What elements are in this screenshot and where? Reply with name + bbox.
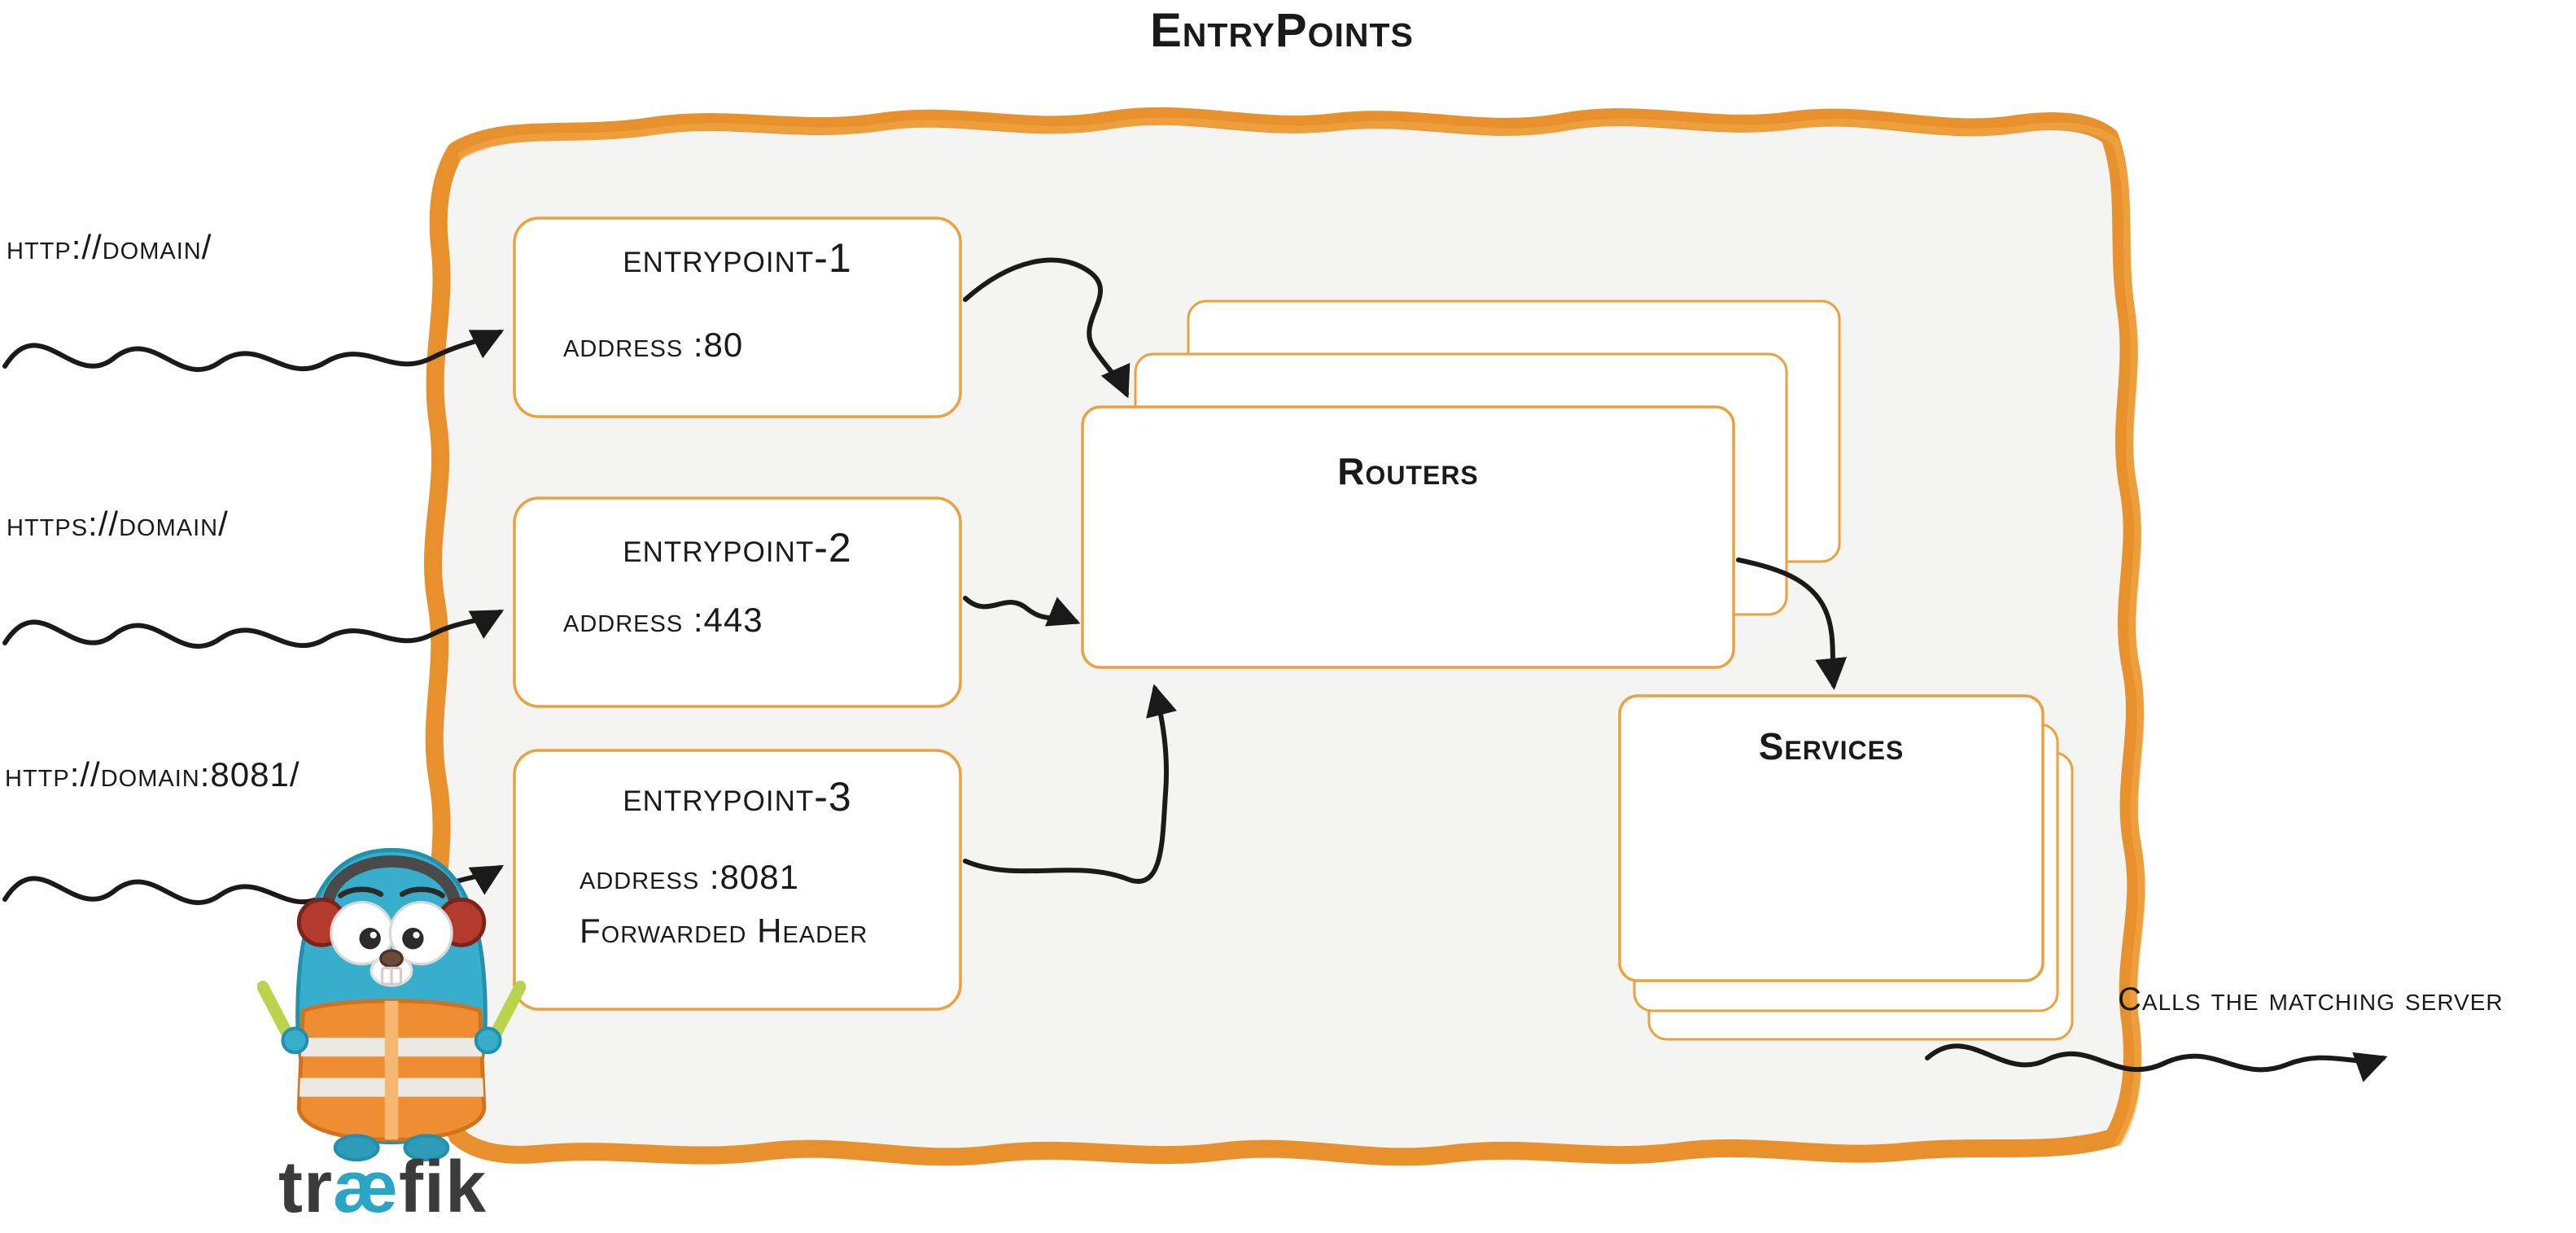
request-label-http-8081: http://domain:8081/ [5, 755, 300, 794]
gopher-foot-right [403, 1134, 450, 1162]
gopher-nose [379, 949, 404, 968]
eye-highlight-left [370, 931, 377, 939]
routers-stack [1081, 300, 1841, 669]
entrypoint-1-address: address :80 [563, 326, 744, 364]
headphones-icon [321, 855, 462, 912]
arrow-entrypoint2-to-routers [963, 596, 1081, 627]
gopher-hand-right [474, 1026, 502, 1055]
traefik-gopher-mascot [257, 847, 526, 1162]
services-label: Services [1758, 725, 1905, 767]
services-stack [1618, 694, 2074, 1041]
arrow-request1-to-entrypoint1 [2, 330, 505, 373]
gopher-brow-right [399, 886, 445, 899]
wordmark-pre: tr [278, 1147, 333, 1228]
entrypoint-3-name: entrypoint-3 [623, 774, 852, 820]
eye-highlight-right [413, 931, 420, 939]
gopher-pupil-right [402, 927, 424, 950]
entrypoint-1-box [513, 216, 962, 418]
diagram-title: EntryPoints [1150, 4, 1414, 57]
gopher-foot-left [333, 1134, 380, 1162]
entrypoint-2-box [513, 496, 962, 708]
entrypoint-2-address: address :443 [563, 601, 763, 639]
entrypoint-3-forwarded-header: Forwarded Header [579, 912, 868, 950]
proxy-boundary-box-accent [457, 117, 2145, 1147]
routers-label: Routers [1337, 450, 1479, 492]
wordmark-ligature: æ [332, 1147, 399, 1228]
arrow-routers-to-services [1736, 557, 1848, 690]
entrypoint-3-box [513, 749, 962, 1011]
arrow-request2-to-entrypoint2 [2, 610, 505, 649]
traefik-wordmark: træfik [244, 1146, 521, 1230]
arrow-entrypoint3-to-routers [963, 684, 1177, 884]
entrypoint-1-name: entrypoint-1 [623, 235, 852, 281]
gopher-hand-left [281, 1026, 309, 1055]
gopher-brow-left [338, 886, 384, 899]
arrow-entrypoint1-to-routers [963, 257, 1131, 399]
entrypoint-2-name: entrypoint-2 [623, 525, 852, 571]
gopher-pupil-left [359, 927, 381, 950]
request-label-http: http://domain/ [7, 228, 212, 266]
entrypoint-3-address: address :8081 [579, 858, 799, 896]
vest-stripes [299, 1000, 484, 1140]
arrow-services-to-server [1925, 1043, 2388, 1082]
request-label-https: https://domain/ [7, 505, 229, 543]
wordmark-post: fik [399, 1147, 488, 1228]
calls-matching-server-label: Calls the matching server [2118, 982, 2504, 1017]
